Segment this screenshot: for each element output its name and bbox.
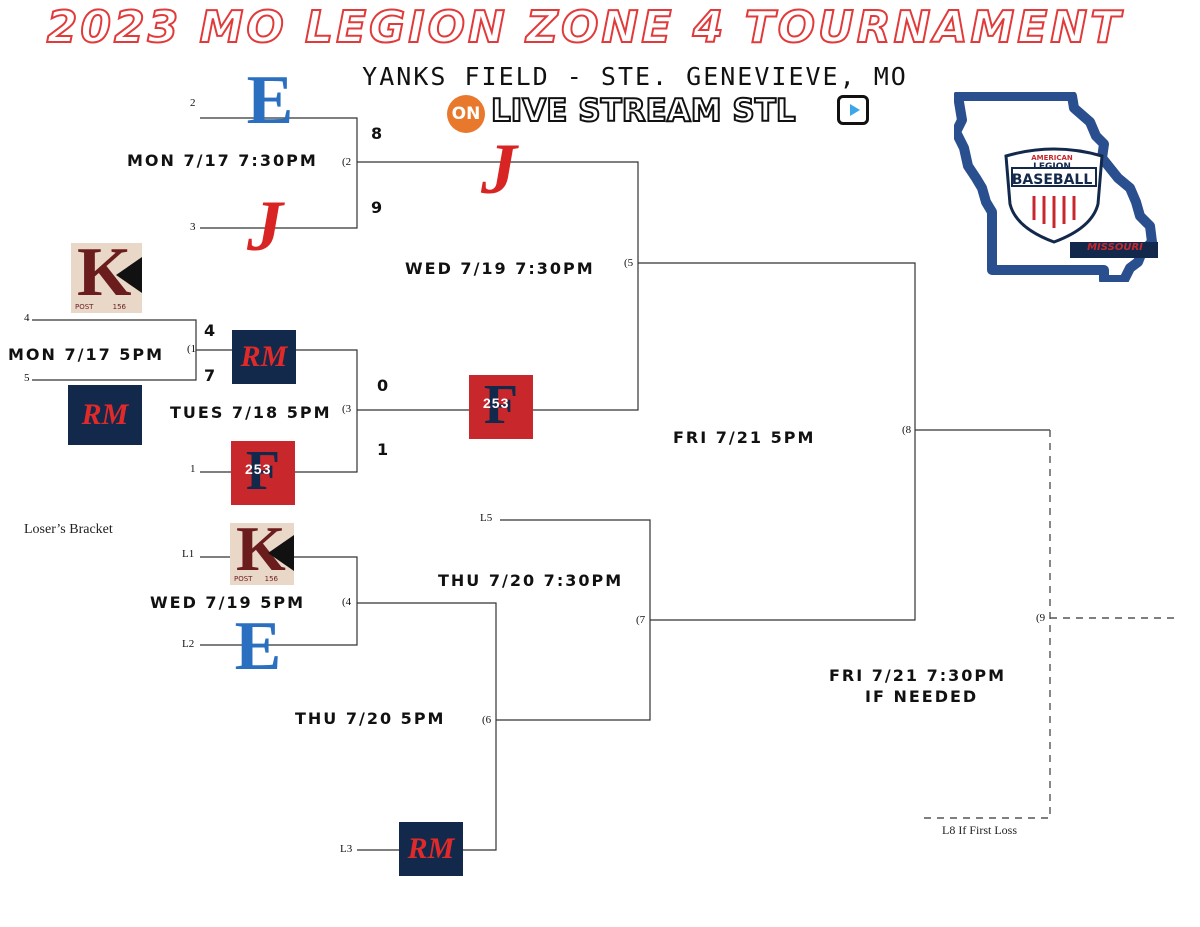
team-logo-k: K POST 156 xyxy=(71,243,142,313)
legion-text: LEGION xyxy=(1033,162,1071,172)
bracket-line-g6 xyxy=(496,519,651,721)
missouri-state-shape xyxy=(951,91,1158,285)
seed-l2: L2 xyxy=(182,638,195,650)
game-mark-7: (7 xyxy=(636,614,646,626)
game-3-label: TUES 7/18 5PM xyxy=(170,403,332,422)
team-logo-rm: RM xyxy=(232,330,296,384)
game-mark-5: (5 xyxy=(624,257,634,269)
seed-3: 3 xyxy=(190,221,196,233)
game-mark-6: (6 xyxy=(482,714,492,726)
score-g3-top: 0 xyxy=(377,376,389,395)
game-9-label: FRI 7/21 7:30PM xyxy=(829,666,1007,685)
game-mark-3: (3 xyxy=(342,403,352,415)
american-legion-missouri-logo: AMERICAN LEGION BASEBALL MISSOURI xyxy=(951,91,1160,285)
game-9-if-needed: IF NEEDED xyxy=(865,687,979,706)
team-logo-e-losers: E xyxy=(234,608,282,685)
team-logo-j: J xyxy=(247,186,283,266)
seed-l5: L5 xyxy=(480,512,493,524)
bracket-line-g2 xyxy=(200,117,639,411)
seed-l3: L3 xyxy=(340,843,353,855)
bracket-line-g5 xyxy=(638,262,916,621)
team-logo-f: F 253 xyxy=(231,441,295,505)
seed-1: 1 xyxy=(190,463,196,475)
team-logo-k-losers: K POST 156 xyxy=(230,523,294,585)
seed-2: 2 xyxy=(190,97,196,109)
game-5-label: WED 7/19 7:30PM xyxy=(405,259,595,278)
game-mark-8: (8 xyxy=(902,424,912,436)
seed-l1: L1 xyxy=(182,548,195,560)
live-stream-text: LIVE STREAM STL xyxy=(490,92,797,130)
game-mark-1: (1 xyxy=(187,343,197,355)
game-mark-4: (4 xyxy=(342,596,352,608)
venue-subtitle: YANKS FIELD - STE. GENEVIEVE, MO xyxy=(362,62,908,91)
game-2-label: MON 7/17 7:30PM xyxy=(127,151,318,170)
seed-5: 5 xyxy=(24,372,30,384)
legion-small-text: AMERICAN xyxy=(1031,154,1073,162)
game-mark-9: (9 xyxy=(1036,612,1046,624)
score-g1-bottom: 7 xyxy=(204,366,216,385)
on-badge: ON xyxy=(447,95,485,133)
game-6-label: THU 7/20 5PM xyxy=(295,709,446,728)
game-1-label: MON 7/17 5PM xyxy=(8,345,165,364)
team-logo-e: E xyxy=(246,62,294,139)
losers-bracket-label: Loser’s Bracket xyxy=(24,522,113,537)
score-g3-bottom: 1 xyxy=(377,440,389,459)
live-stream-logo[interactable]: ON LIVE STREAM STL xyxy=(447,92,872,133)
game-mark-2: (2 xyxy=(342,156,352,168)
score-g2-bottom: 9 xyxy=(371,198,383,217)
l8-first-loss-label: L8 If First Loss xyxy=(942,823,1017,837)
team-logo-rm-l3: RM xyxy=(399,822,463,876)
game-8-label: FRI 7/21 5PM xyxy=(673,428,816,447)
team-logo-rm-seed5: RM xyxy=(68,385,142,445)
score-g2-top: 8 xyxy=(371,124,383,143)
score-g1-top: 4 xyxy=(204,321,216,340)
baseball-text: BASEBALL xyxy=(1011,172,1093,188)
seed-4: 4 xyxy=(24,312,30,324)
team-logo-f-advance: F 253 xyxy=(469,375,533,439)
page-title: 2023 MO LEGION ZONE 4 TOURNAMENT xyxy=(46,1,1124,54)
bracket-line-g9-dashed xyxy=(918,430,1180,819)
game-7-label: THU 7/20 7:30PM xyxy=(438,571,624,590)
tv-play-icon xyxy=(837,95,869,125)
missouri-text: MISSOURI xyxy=(1087,242,1143,253)
team-logo-j-advance: J xyxy=(481,129,517,209)
game-4-label: WED 7/19 5PM xyxy=(150,593,306,612)
